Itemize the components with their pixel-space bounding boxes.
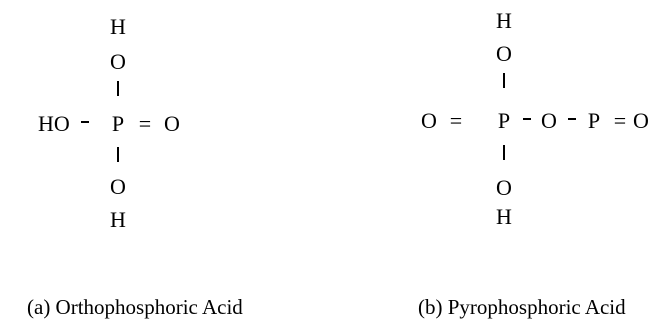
double-bond: =	[138, 111, 152, 136]
bond-p-o-bottom	[117, 147, 119, 162]
atom-h-bottom: H	[496, 204, 512, 229]
atom-p-center: P	[497, 108, 511, 133]
atom-p-second: P	[587, 108, 601, 133]
atom-h-top: H	[496, 8, 512, 33]
bond-p-o-top	[503, 73, 505, 88]
bond-o-p-bridge-right	[568, 118, 576, 120]
atom-o-left: O	[421, 108, 437, 133]
bond-p-o-bridge-left	[523, 118, 531, 120]
caption-pyrophosphoric-acid: (b) Pyrophosphoric Acid	[418, 295, 626, 319]
atom-h-top: H	[110, 14, 126, 39]
atom-h-bottom: H	[110, 207, 126, 232]
bond-p-o-top	[117, 81, 119, 96]
bond-ho-p	[81, 121, 89, 123]
atom-p-center: P	[111, 111, 125, 136]
atom-o-bottom: O	[110, 174, 126, 199]
group-ho-left: HO	[38, 111, 70, 136]
bond-p-o-bottom	[503, 145, 505, 160]
atom-o-right: O	[633, 108, 649, 133]
atom-o-bridge: O	[541, 108, 557, 133]
atom-o-bottom: O	[496, 175, 512, 200]
caption-orthophosphoric-acid: (a) Orthophosphoric Acid	[27, 295, 243, 319]
double-bond-right: =	[613, 108, 627, 133]
atom-o-top: O	[496, 41, 512, 66]
atom-o-top: O	[110, 49, 126, 74]
double-bond-left: =	[449, 108, 463, 133]
atom-o-right: O	[164, 111, 180, 136]
